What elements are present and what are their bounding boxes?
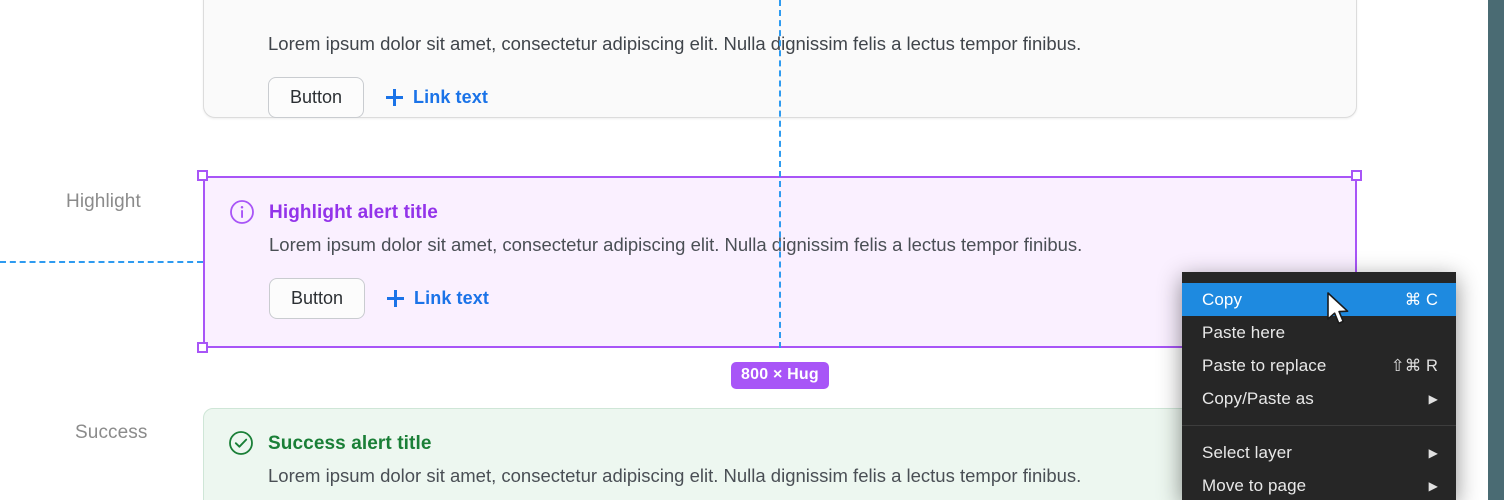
context-menu-item-label: Select layer [1202,442,1293,462]
alert-body-text: Lorem ipsum dolor sit amet, consectetur … [268,33,1082,54]
alert-link[interactable]: Link text [387,288,489,309]
plus-icon [387,290,405,307]
context-menu-item-label: Paste here [1202,322,1286,342]
context-menu-item-select-layer[interactable]: Select layer ▶ [1182,436,1456,469]
alert-content: Success alert title Lorem ipsum dolor si… [204,431,1356,489]
alert-link[interactable]: Link text [386,87,488,108]
alert-title: Success alert title [268,433,432,454]
selection-handle-bottom-left[interactable] [197,342,208,353]
alert-link-label: Link text [413,87,488,107]
selection-handle-top-left[interactable] [197,170,208,181]
context-menu-separator [1182,425,1456,426]
alert-button[interactable]: Button [268,77,365,118]
plus-icon [386,89,404,106]
alert-body-text: Lorem ipsum dolor sit amet, consectetur … [268,465,1082,486]
context-menu-item-label: Copy/Paste as [1202,388,1314,408]
check-circle-icon [228,430,254,456]
info-circle-icon [229,199,255,225]
mouse-cursor [1326,292,1352,333]
chevron-right-icon: ▶ [1428,478,1438,493]
alert-actions: Button Link text [269,278,1355,319]
row-label-highlight: Highlight [66,191,141,212]
context-menu-item-label: Copy [1202,289,1243,309]
context-menu-item-label: Paste to replace [1202,355,1327,375]
alert-actions: Button Link text [268,77,1356,118]
context-menu-item-shortcut: ⌘ C [1404,290,1438,309]
context-menu-item-move-to-page[interactable]: Move to page ▶ [1182,469,1456,500]
alert-content: Highlight alert title Lorem ipsum dolor … [205,200,1355,319]
alert-title: Highlight alert title [269,202,438,223]
horizontal-alignment-guide [0,261,203,263]
chevron-right-icon: ▶ [1428,445,1438,460]
context-menu[interactable]: Copy ⌘ C Paste here Paste to replace ⇧⌘ … [1182,272,1456,500]
context-menu-item-paste-to-replace[interactable]: Paste to replace ⇧⌘ R [1182,349,1456,382]
alert-header: Highlight alert title [229,200,1355,226]
context-menu-item-paste-here[interactable]: Paste here [1182,316,1456,349]
context-menu-item-shortcut: ⇧⌘ R [1390,356,1438,375]
vertical-alignment-guide [779,0,781,348]
alert-header: Success alert title [228,431,1356,457]
row-label-success: Success [75,422,148,443]
alert-content: Lorem ipsum dolor sit amet, consectetur … [204,0,1356,118]
chevron-right-icon: ▶ [1428,391,1438,406]
context-menu-item-copy-paste-as[interactable]: Copy/Paste as ▶ [1182,382,1456,415]
size-badge: 800 × Hug [731,362,829,389]
alert-body-text: Lorem ipsum dolor sit amet, consectetur … [269,234,1083,255]
context-menu-item-label: Move to page [1202,475,1307,495]
alert-card-success[interactable]: Success alert title Lorem ipsum dolor si… [203,408,1357,500]
alert-link-label: Link text [414,288,489,308]
context-menu-item-copy[interactable]: Copy ⌘ C [1182,283,1456,316]
selection-handle-top-right[interactable] [1351,170,1362,181]
right-edge-strip [1488,0,1504,500]
alert-button[interactable]: Button [269,278,366,319]
